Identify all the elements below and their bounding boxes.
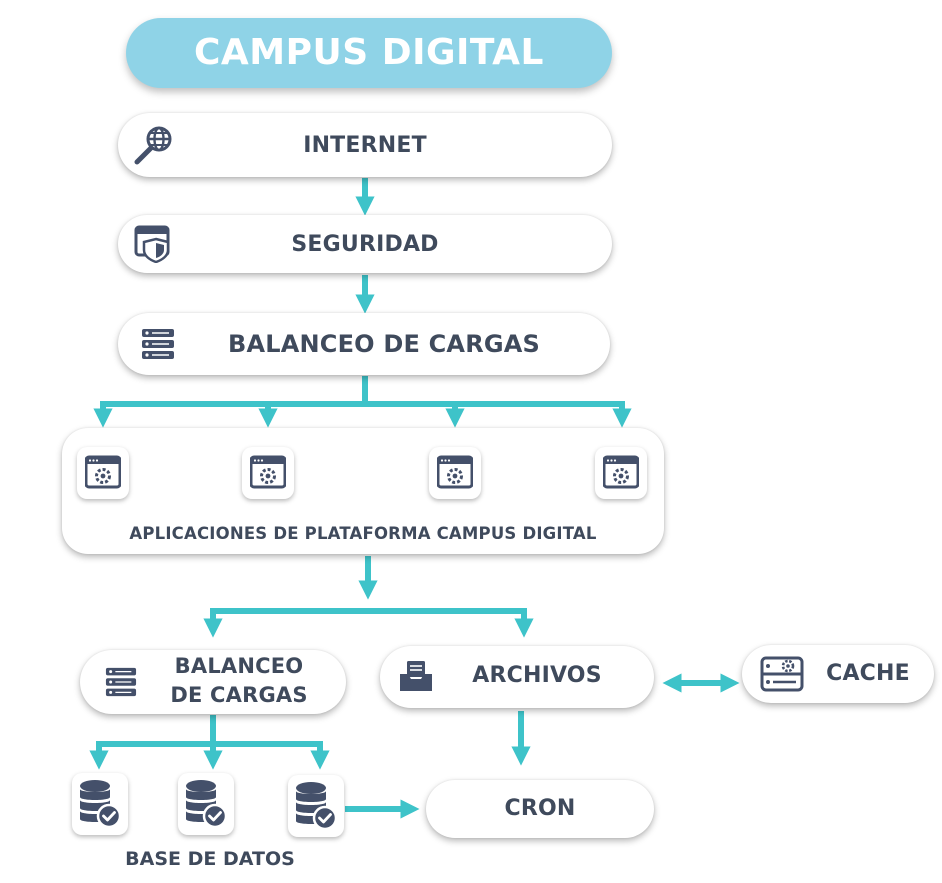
globe-search-icon xyxy=(134,126,172,165)
node-archivos: ARCHIVOS xyxy=(380,646,654,708)
app-gear-icon xyxy=(603,455,639,489)
node-cache-label: CACHE xyxy=(826,661,910,686)
base-de-datos-label: BASE DE DATOS xyxy=(125,848,295,870)
database-check-icon xyxy=(296,782,338,831)
node-internet-label: INTERNET xyxy=(303,133,427,158)
node-balanceo-bottom: BALANCEO DE CARGAS xyxy=(80,650,346,714)
app-icon-3 xyxy=(429,447,481,499)
node-balanceo-bottom-label-2: DE CARGAS xyxy=(170,683,308,707)
app-gear-icon xyxy=(437,455,473,489)
app-gear-icon xyxy=(250,455,286,489)
node-cache: CACHE xyxy=(742,645,934,703)
server-gear-icon xyxy=(760,656,804,692)
node-seguridad-label: SEGURIDAD xyxy=(291,232,439,257)
shield-window-icon xyxy=(134,225,170,263)
node-seguridad: SEGURIDAD xyxy=(118,215,612,273)
server-stack-icon xyxy=(142,329,174,359)
file-tray-icon xyxy=(400,661,432,691)
database-icon-3 xyxy=(288,775,344,837)
database-check-icon xyxy=(186,780,228,829)
node-archivos-label: ARCHIVOS xyxy=(472,663,602,688)
node-cron: CRON xyxy=(426,780,654,838)
node-balanceo-top: BALANCEO DE CARGAS xyxy=(118,313,610,375)
node-balanceo-top-label: BALANCEO DE CARGAS xyxy=(227,330,541,358)
page-title: CAMPUS DIGITAL xyxy=(194,32,544,73)
node-aplicaciones-label: APLICACIONES DE PLATAFORMA CAMPUS DIGITA… xyxy=(129,524,597,543)
app-icon-1 xyxy=(77,447,129,499)
node-cron-label: CRON xyxy=(504,796,576,821)
node-internet: INTERNET xyxy=(118,113,612,177)
app-gear-icon xyxy=(85,455,121,489)
database-icon-2 xyxy=(178,773,234,835)
node-balanceo-bottom-label-1: BALANCEO xyxy=(174,654,304,678)
server-stack-icon xyxy=(105,667,137,697)
database-icon-1 xyxy=(72,773,128,835)
app-icon-2 xyxy=(242,447,294,499)
node-aplicaciones: APLICACIONES DE PLATAFORMA CAMPUS DIGITA… xyxy=(62,428,664,554)
database-check-icon xyxy=(80,780,122,829)
title-banner: CAMPUS DIGITAL xyxy=(126,18,612,88)
app-icon-4 xyxy=(595,447,647,499)
